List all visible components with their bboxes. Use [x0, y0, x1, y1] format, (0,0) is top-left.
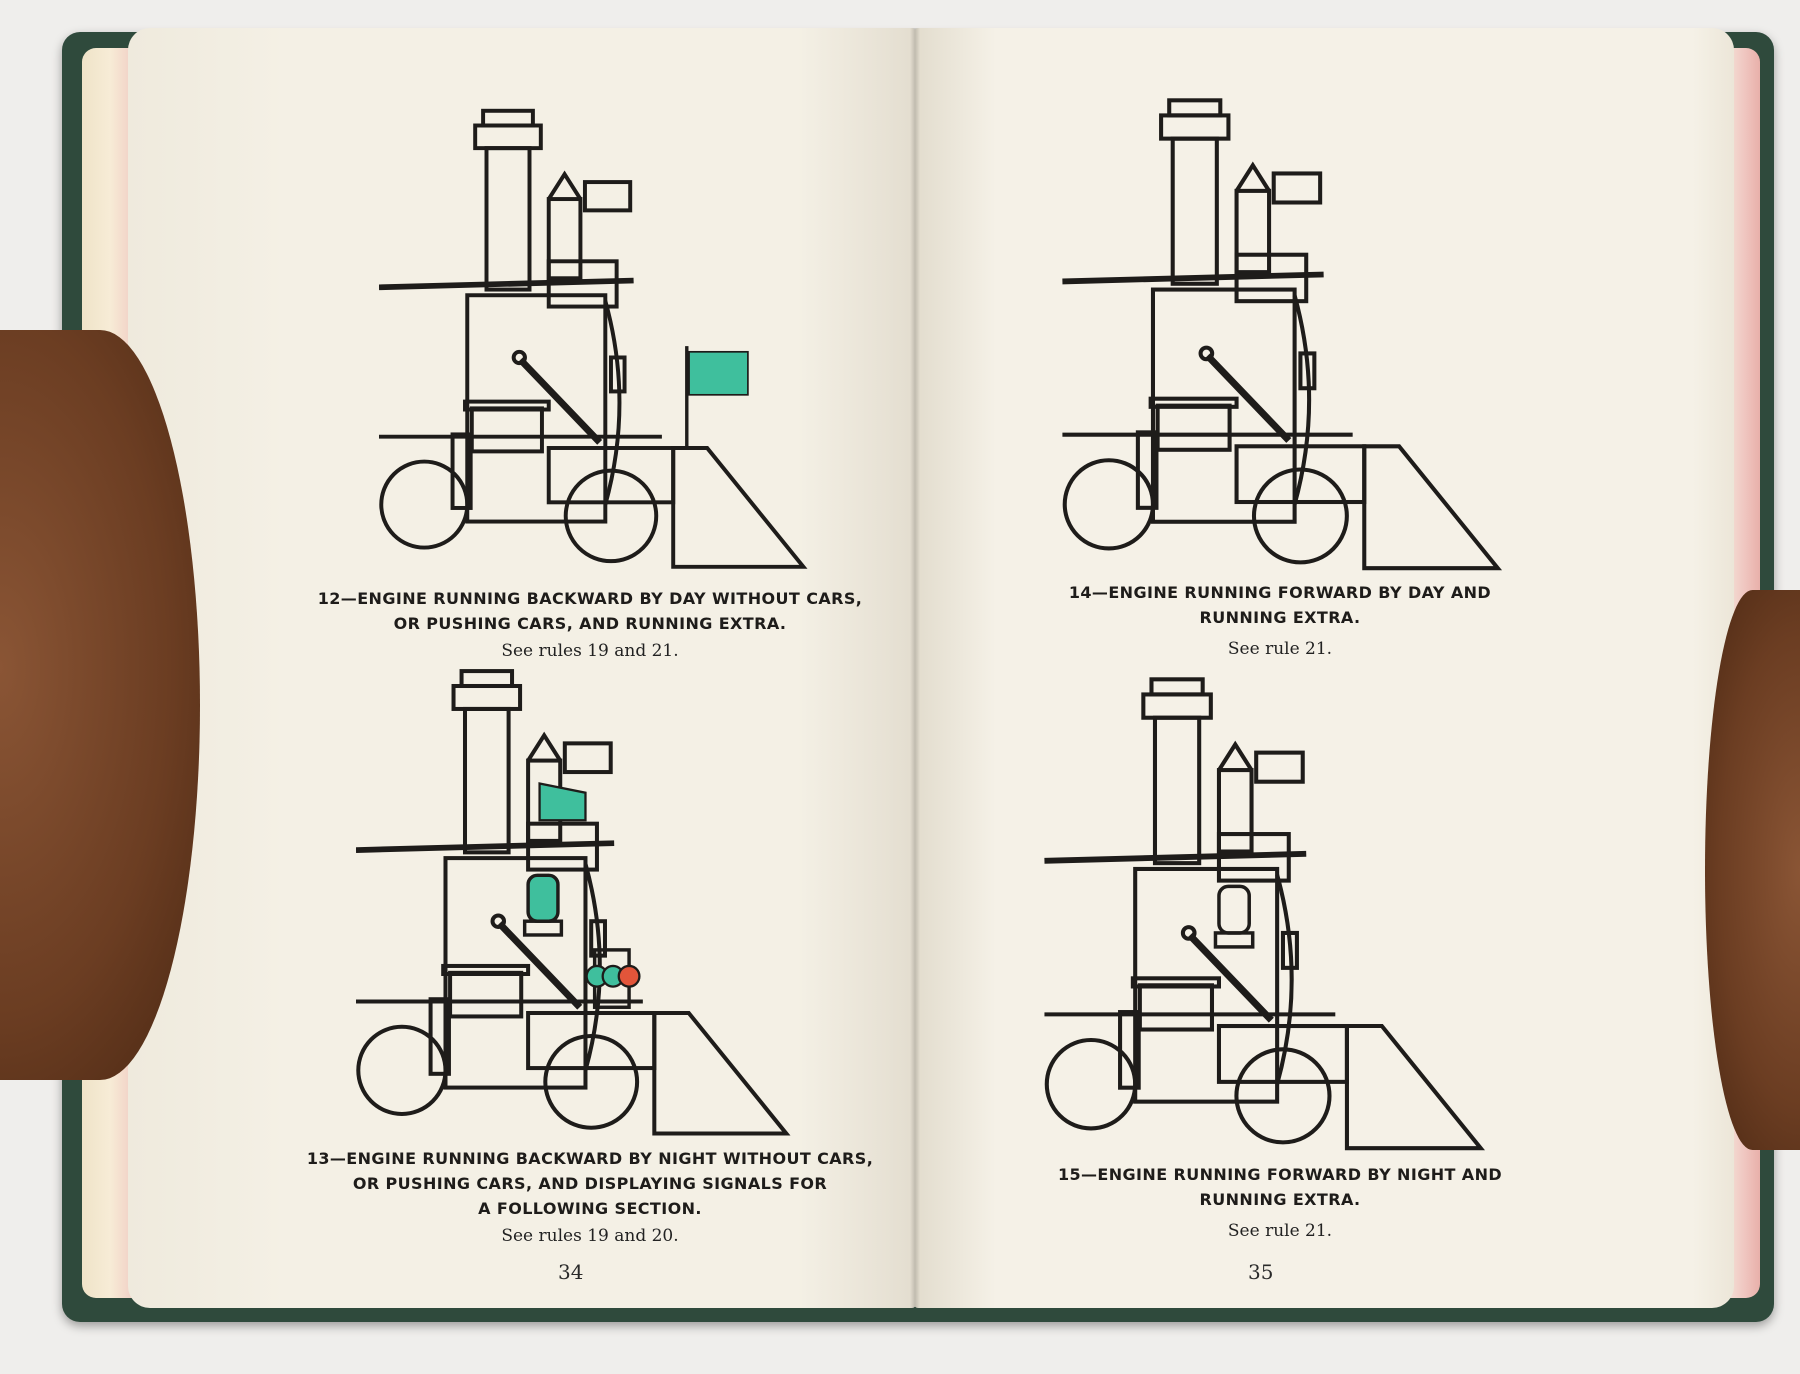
caption-line: 14—ENGINE RUNNING FORWARD BY DAY AND	[1068, 583, 1492, 602]
figure-15-rule-ref: See rule 21.	[1227, 1221, 1333, 1241]
engine-illustration-12	[379, 103, 809, 578]
caption-line: A FOLLOWING SECTION.	[478, 1199, 702, 1218]
leather-pouch-left	[0, 330, 200, 1080]
caption-line: OR PUSHING CARS, AND RUNNING EXTRA.	[393, 614, 787, 633]
book-gutter	[910, 28, 920, 1308]
figure-14-rule-ref: See rule 21.	[1227, 639, 1333, 659]
engine-illustration-14	[1062, 98, 1504, 574]
figure-13-caption: 13—ENGINE RUNNING BACKWARD BY NIGHT WITH…	[307, 1146, 873, 1221]
page-34	[128, 28, 916, 1308]
caption-line: 12—ENGINE RUNNING BACKWARD BY DAY WITHOU…	[317, 589, 863, 608]
figure-15-caption: 15—ENGINE RUNNING FORWARD BY NIGHT AND R…	[1058, 1162, 1502, 1212]
figure-14-caption: 14—ENGINE RUNNING FORWARD BY DAY AND RUN…	[1069, 580, 1491, 630]
page-number-34: 34	[558, 1260, 584, 1284]
green-lantern-icon	[522, 873, 564, 937]
engine-illustration-13	[356, 666, 792, 1142]
figure-12-text: 12—ENGINE RUNNING BACKWARD BY DAY WITHOU…	[240, 586, 940, 662]
page-35	[914, 28, 1734, 1308]
page-number-35: 35	[1248, 1260, 1274, 1284]
figure-15-text: 15—ENGINE RUNNING FORWARD BY NIGHT AND R…	[980, 1162, 1580, 1242]
figure-13-text: 13—ENGINE RUNNING BACKWARD BY NIGHT WITH…	[240, 1146, 940, 1247]
caption-line: RUNNING EXTRA.	[1199, 1190, 1361, 1209]
lantern-icon	[1213, 884, 1255, 949]
engine-illustration-15	[1039, 677, 1492, 1154]
leather-pouch-right	[1705, 590, 1800, 1150]
figure-14-text: 14—ENGINE RUNNING FORWARD BY DAY AND RUN…	[980, 580, 1580, 660]
caption-line: 13—ENGINE RUNNING BACKWARD BY NIGHT WITH…	[306, 1149, 874, 1168]
figure-13-rule-ref: See rules 19 and 20.	[501, 1226, 679, 1246]
figure-12-rule-ref: See rules 19 and 21.	[501, 641, 679, 661]
green-flag-icon	[688, 350, 749, 396]
marker-lamp-icon	[585, 948, 641, 1009]
figure-12-caption: 12—ENGINE RUNNING BACKWARD BY DAY WITHOU…	[318, 586, 863, 636]
caption-line: RUNNING EXTRA.	[1199, 608, 1361, 627]
green-flag-icon	[538, 782, 587, 822]
caption-line: OR PUSHING CARS, AND DISPLAYING SIGNALS …	[352, 1174, 828, 1193]
caption-line: 15—ENGINE RUNNING FORWARD BY NIGHT AND	[1057, 1165, 1503, 1184]
